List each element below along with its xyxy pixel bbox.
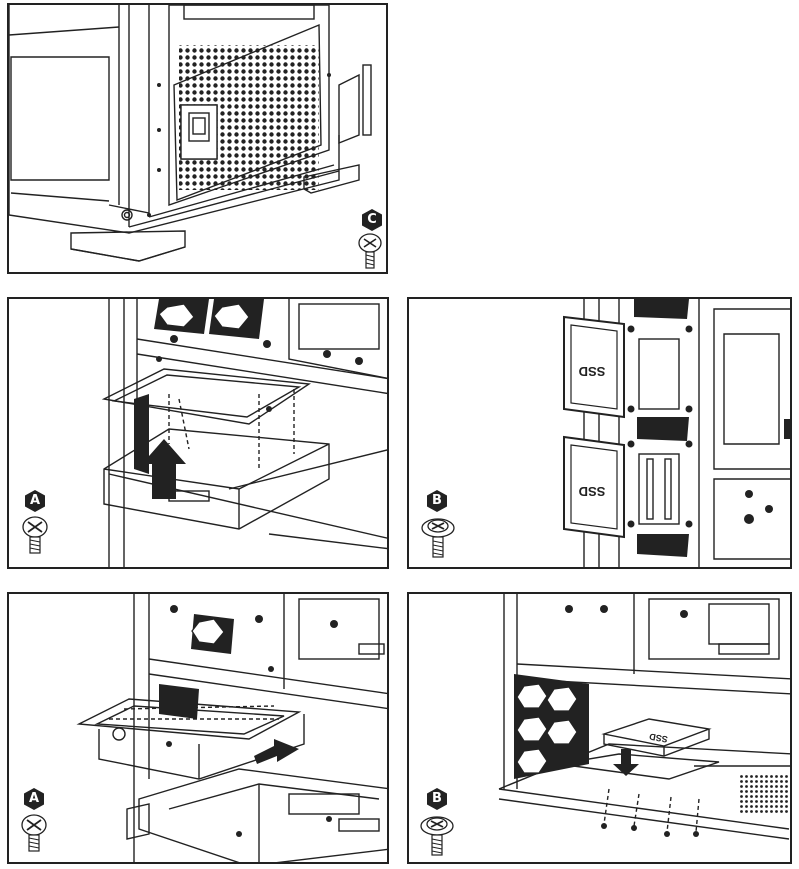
- ssd-label-3: SSD: [648, 731, 668, 744]
- step-badge-a: A: [23, 489, 47, 513]
- step-badge-c: C: [360, 208, 384, 232]
- ssd-floor-mount-panel: SSD B: [407, 592, 792, 864]
- psu-install-panel: C: [7, 3, 388, 274]
- step-badge-b-2: B: [425, 787, 449, 811]
- hdd-bracket-insert-panel: A: [7, 297, 389, 569]
- psu-illustration: [9, 5, 372, 262]
- ssd-rear-illustration: SSD SSD: [563, 299, 790, 567]
- ssd-label-1: SSD: [579, 364, 606, 379]
- ssd-floor-illustration: SSD: [498, 594, 790, 840]
- hdd-insert-illustration: [101, 299, 387, 567]
- step-badge-a-2: A: [22, 787, 46, 811]
- hdd-bracket-slide-panel: A: [7, 592, 389, 864]
- hdd-slide-illustration: [76, 594, 387, 862]
- step-badge-b: B: [425, 489, 449, 513]
- ssd-rear-mount-panel: SSD SSD B: [407, 297, 792, 569]
- ssd-label-2: SSD: [579, 484, 606, 499]
